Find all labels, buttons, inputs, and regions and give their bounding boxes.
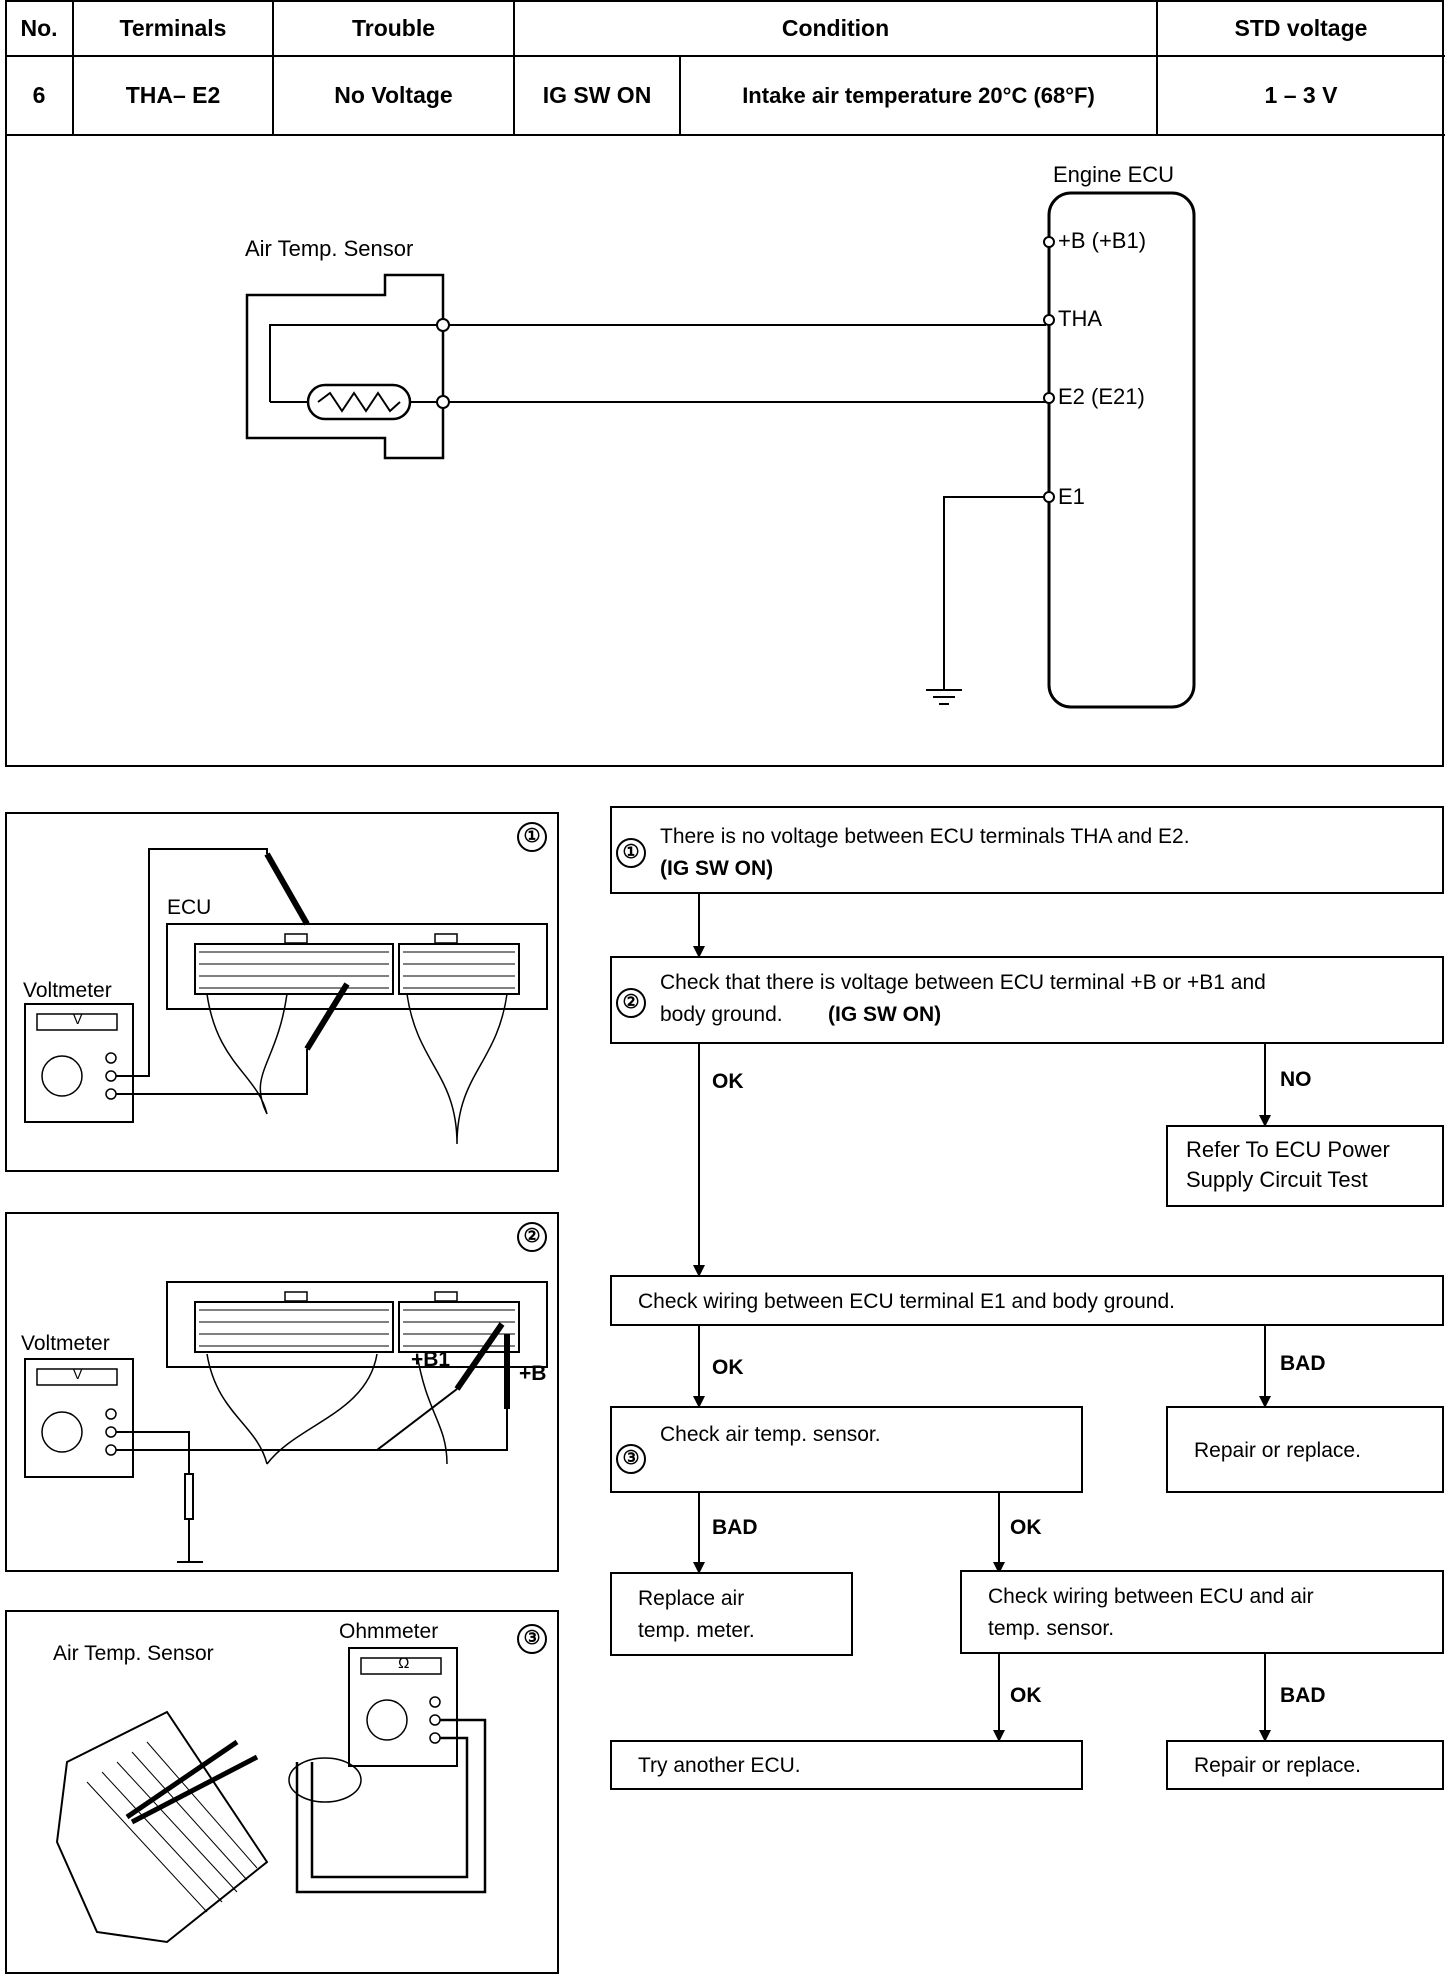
col-trouble: Trouble bbox=[351, 14, 436, 41]
panel-3-illustration bbox=[55, 1647, 487, 1944]
flow-label-bad: BAD bbox=[1280, 1684, 1326, 1707]
flow-label-ok: OK bbox=[712, 1070, 744, 1093]
flow-replace: Replace air temp. meter. bbox=[610, 1572, 853, 1656]
flow-wiring-line2: temp. sensor. bbox=[988, 1617, 1115, 1640]
flow-step-2-text2: body ground. bbox=[660, 1003, 783, 1026]
flow-step-2-cond: (IG SW ON) bbox=[828, 1003, 942, 1026]
flow-label-ok: OK bbox=[1010, 1684, 1042, 1707]
row-trouble: No Voltage bbox=[334, 82, 453, 108]
flow-power-ref-line2: Supply Circuit Test bbox=[1186, 1167, 1368, 1192]
spec-table: No. Terminals Trouble Condition STD volt… bbox=[5, 0, 1445, 768]
panel-1-number: ① bbox=[517, 822, 547, 852]
flow-step-1: ① There is no voltage between ECU termin… bbox=[610, 806, 1444, 894]
panel-2-illustration bbox=[24, 1281, 548, 1563]
col-std-voltage: STD voltage bbox=[1234, 14, 1368, 41]
panel-1-meter-face: V bbox=[73, 1011, 83, 1027]
flow-power-ref: Refer To ECU Power Supply Circuit Test bbox=[1166, 1125, 1444, 1207]
col-no: No. bbox=[20, 14, 58, 41]
flow-label-bad: BAD bbox=[1280, 1352, 1326, 1375]
row-no: 6 bbox=[32, 82, 46, 108]
flow-step-3-text: Check air temp. sensor. bbox=[660, 1423, 881, 1446]
row-condition-switch: IG SW ON bbox=[542, 82, 652, 108]
row-condition-detail: Intake air temperature 20°C (68°F) bbox=[742, 82, 1095, 108]
panel-1-illustration bbox=[24, 848, 548, 1145]
panel-2: ② Voltmeter V +B1 +B bbox=[5, 1212, 559, 1572]
flow-step-2-text: Check that there is voltage between ECU … bbox=[660, 971, 1266, 994]
circuit-diagram bbox=[245, 191, 1196, 709]
flow-replace-line2: temp. meter. bbox=[638, 1619, 755, 1642]
flow-step-3: ③ Check air temp. sensor. bbox=[610, 1406, 1083, 1493]
panel-1: ① ECU Voltmeter V bbox=[5, 812, 559, 1172]
flow-step-1-number: ① bbox=[616, 838, 646, 868]
flow-step-1-text: There is no voltage between ECU terminal… bbox=[660, 825, 1190, 848]
terminal-e2: E2 (E21) bbox=[1058, 384, 1145, 409]
flow-step-1-cond: (IG SW ON) bbox=[660, 857, 774, 880]
flow-e1-check-text: Check wiring between ECU terminal E1 and… bbox=[638, 1290, 1175, 1313]
flow-e1-check: Check wiring between ECU terminal E1 and… bbox=[610, 1275, 1444, 1326]
terminal-b: +B (+B1) bbox=[1058, 228, 1147, 253]
spec-table-grid bbox=[5, 0, 1445, 767]
panel-2-meter-face: V bbox=[73, 1366, 83, 1382]
flow-label-no: NO bbox=[1280, 1068, 1312, 1091]
flow-label-bad: BAD bbox=[712, 1516, 758, 1539]
flow-try-ecu-text: Try another ECU. bbox=[638, 1754, 801, 1777]
panel-3-number: ③ bbox=[517, 1624, 547, 1654]
flow-repair-2: Repair or replace. bbox=[1166, 1740, 1444, 1790]
sensor-label: Air Temp. Sensor bbox=[245, 236, 414, 261]
flow-repair-1-text: Repair or replace. bbox=[1194, 1439, 1361, 1462]
flow-step-2-number: ② bbox=[616, 988, 646, 1018]
flow-repair-2-text: Repair or replace. bbox=[1194, 1754, 1361, 1777]
panel-1-meter-label: Voltmeter bbox=[23, 979, 112, 1002]
ecu-box bbox=[1047, 191, 1196, 709]
flow-step-2: ② Check that there is voltage between EC… bbox=[610, 956, 1444, 1044]
panel-2-meter-label: Voltmeter bbox=[21, 1332, 110, 1355]
panel-2-pin-b1: +B1 bbox=[411, 1348, 451, 1371]
flow-label-ok: OK bbox=[712, 1356, 744, 1379]
row-std-voltage: 1 – 3 V bbox=[1264, 82, 1338, 108]
flow-wiring: Check wiring between ECU and air temp. s… bbox=[960, 1570, 1444, 1654]
terminal-tha: THA bbox=[1058, 306, 1102, 331]
panel-2-pin-b: +B bbox=[519, 1362, 547, 1385]
flow-label-ok: OK bbox=[1010, 1516, 1042, 1539]
col-condition: Condition bbox=[781, 14, 890, 41]
panel-1-ecu-label: ECU bbox=[167, 896, 212, 919]
flow-replace-line1: Replace air bbox=[638, 1587, 745, 1610]
panel-3-meter-label: Ohmmeter bbox=[339, 1620, 439, 1643]
panel-3-sensor-label: Air Temp. Sensor bbox=[53, 1642, 214, 1665]
flow-try-ecu: Try another ECU. bbox=[610, 1740, 1083, 1790]
terminal-e1: E1 bbox=[1058, 484, 1085, 509]
flow-step-3-number: ③ bbox=[616, 1444, 646, 1474]
ground-icon bbox=[926, 689, 962, 705]
row-terminals: THA– E2 bbox=[125, 82, 221, 108]
panel-3-meter-face: Ω bbox=[398, 1655, 410, 1672]
flow-wiring-line1: Check wiring between ECU and air bbox=[988, 1585, 1314, 1608]
ecu-label: Engine ECU bbox=[1053, 162, 1175, 187]
panel-3: ③ Air Temp. Sensor Ohmmeter Ω bbox=[5, 1610, 559, 1974]
flow-repair-1: Repair or replace. bbox=[1166, 1406, 1444, 1493]
col-terminals: Terminals bbox=[119, 14, 227, 41]
flow-power-ref-line1: Refer To ECU Power bbox=[1186, 1137, 1390, 1162]
panel-2-number: ② bbox=[517, 1222, 547, 1252]
